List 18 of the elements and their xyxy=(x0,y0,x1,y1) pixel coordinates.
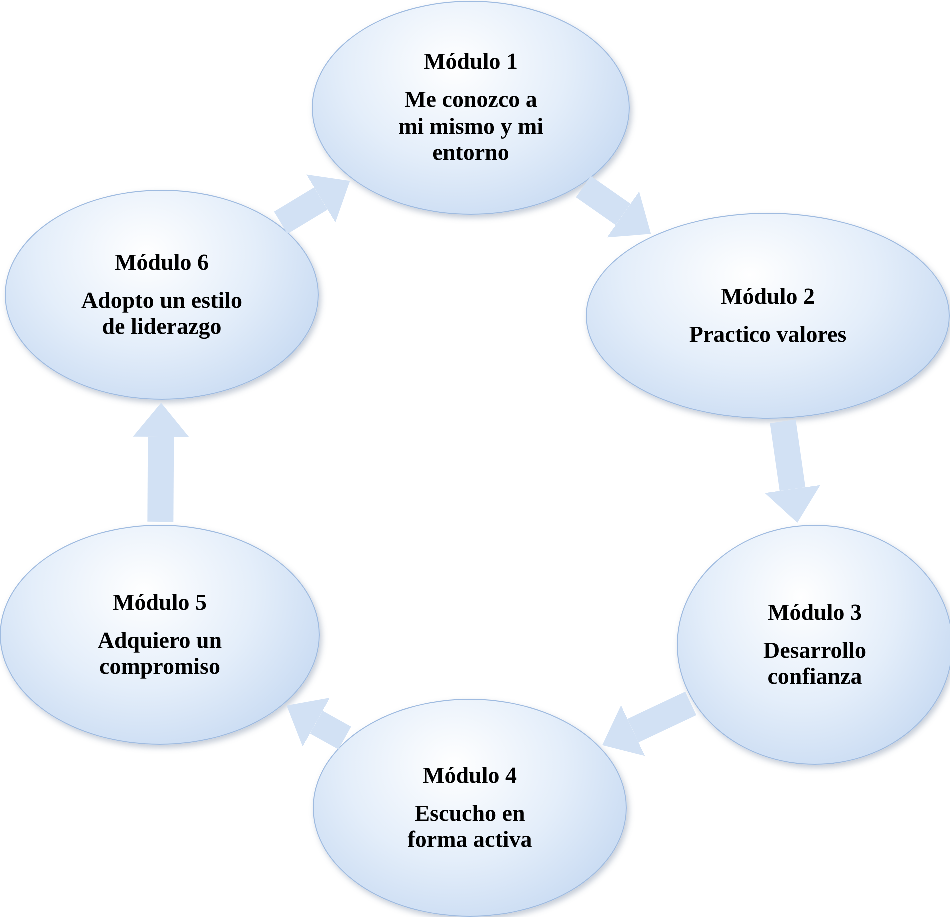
module-description: Adquiero un compromiso xyxy=(96,628,224,680)
block-arrow xyxy=(765,420,820,523)
module-title: Módulo 6 xyxy=(115,250,209,276)
block-arrow xyxy=(576,176,652,238)
module-title: Módulo 3 xyxy=(768,600,862,626)
module-title: Módulo 5 xyxy=(113,590,207,616)
module-description: Desarrollo confianza xyxy=(762,638,868,690)
module-title: Módulo 1 xyxy=(424,49,518,76)
module-description: Practico valores xyxy=(689,322,847,348)
module-description: Escucho en forma activa xyxy=(406,800,534,854)
module-title: Módulo 4 xyxy=(423,762,517,789)
block-arrow xyxy=(133,403,190,522)
block-arrow xyxy=(286,698,352,750)
block-arrow xyxy=(274,174,350,234)
module-description: Me conozco a mi mismo y mi entorno xyxy=(397,87,544,167)
module-title: Módulo 2 xyxy=(721,284,815,310)
block-arrow xyxy=(602,692,697,756)
module-description: Adopto un estilo de liderazgo xyxy=(80,288,244,340)
